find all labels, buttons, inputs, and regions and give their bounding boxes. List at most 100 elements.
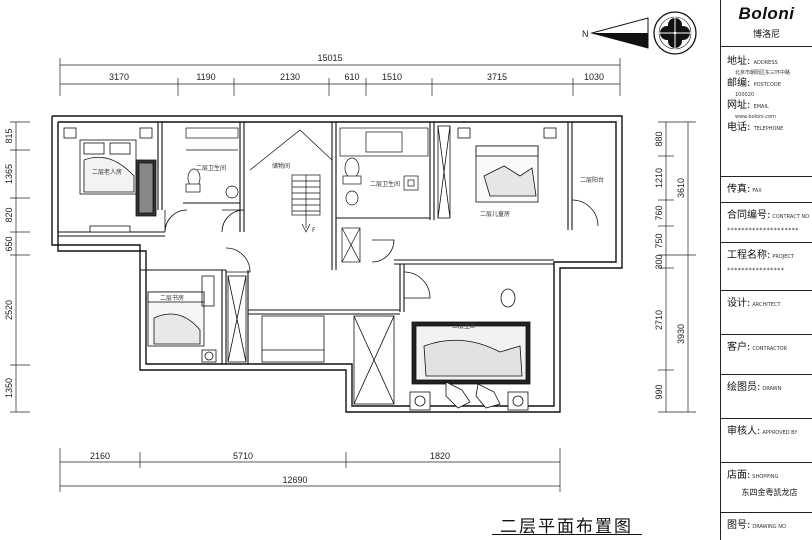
north-label: N xyxy=(582,29,589,39)
postcode-value: POSTCODE xyxy=(753,82,781,88)
address-sub: 北京市朝阳区东三环中路 xyxy=(735,70,791,76)
dim-right-seg: 2710 xyxy=(654,310,664,330)
web-value: EMAIL xyxy=(753,104,769,110)
designer-value: ARCHITECT xyxy=(752,302,781,308)
postcode-label: 邮编: xyxy=(727,78,751,89)
drawer-cell: 绘图员:DRAWN xyxy=(721,375,812,419)
room-label-g: 二层书房 xyxy=(160,294,184,302)
dim-right-seg: 300 xyxy=(654,254,664,269)
dim-right-outer: 3610 xyxy=(676,178,686,198)
fax-value: FAX xyxy=(752,188,762,194)
staircase xyxy=(249,129,333,233)
dim-left-seg: 1365 xyxy=(4,164,14,184)
checker-label: 审核人: xyxy=(727,426,761,437)
master-bedroom-furniture xyxy=(353,288,531,411)
phone-label: 电话: xyxy=(727,122,751,133)
checker-value: APPROVED BY xyxy=(762,430,798,436)
drawing-no-cell: 图号:DRAWING NO xyxy=(721,513,812,534)
floor-plan-drawing: N 15015 3170 1190 2130 610 1510 3715 103… xyxy=(4,11,697,492)
web-sub: www.boloni.com xyxy=(735,114,776,120)
room-label-c: 储物间 xyxy=(272,162,290,170)
compass-rose xyxy=(653,11,697,55)
phone-value: TELEPHONE xyxy=(753,126,784,132)
drawer-value: DRAWN xyxy=(762,386,782,392)
company-info: 地址: ADDRESS 北京市朝阳区东三环中路 邮编: POSTCODE 100… xyxy=(721,47,812,177)
brand-name-cn: 博洛尼 xyxy=(752,30,780,40)
fax-cell: 传真:FAX xyxy=(721,177,812,203)
fax-label: 传真: xyxy=(727,184,751,195)
dim-bottom-seg: 5710 xyxy=(233,451,253,461)
bathroom-b-fixtures xyxy=(185,127,239,199)
dim-top-seg: 1030 xyxy=(584,72,604,82)
room-label-d: 二层卫生间 xyxy=(370,180,400,188)
project-value: PROJECT xyxy=(772,254,794,260)
drawer-label: 绘图员: xyxy=(727,382,761,393)
project-stars: **************** xyxy=(727,267,785,274)
dim-right-seg: 750 xyxy=(654,233,664,248)
checker-cell: 审核人:APPROVED BY xyxy=(721,419,812,463)
contract-stars: ******************** xyxy=(727,227,799,234)
brand-name: Boloni xyxy=(738,4,795,23)
dim-top-seg: 1190 xyxy=(196,72,215,82)
dim-bottom-total: 12690 xyxy=(282,475,307,485)
postcode-sub: 100020 xyxy=(735,92,755,98)
exterior-walls xyxy=(51,115,623,413)
dim-left-seg: 820 xyxy=(4,207,14,222)
stair-mark: F xyxy=(312,227,316,234)
dim-top-seg: 610 xyxy=(344,72,359,82)
project-label: 工程名称: xyxy=(727,250,771,261)
contract-label: 合同编号: xyxy=(727,210,771,221)
dim-right-seg: 880 xyxy=(654,131,664,146)
room-label-b: 二层卫生间 xyxy=(196,164,226,172)
contract-value: CONTRACT NO xyxy=(772,214,810,220)
bottom-dimensions xyxy=(59,448,561,492)
room-label-a: 二层老人房 xyxy=(92,168,122,176)
bedroom-a-furniture xyxy=(63,127,157,233)
dim-top-seg: 1510 xyxy=(382,72,402,82)
project-cell: 工程名称:PROJECT **************** xyxy=(721,243,812,291)
bedroom-e-furniture xyxy=(437,125,557,219)
designer-cell: 设计:ARCHITECT xyxy=(721,291,812,335)
shop-cell: 店面:SHOPPING 东四金粤凯龙店 xyxy=(721,463,812,513)
dim-right-seg: 1210 xyxy=(654,168,664,188)
dim-top-seg: 3170 xyxy=(109,72,129,82)
contract-cell: 合同编号:CONTRACT NO ******************** xyxy=(721,203,812,243)
right-dimensions xyxy=(658,121,696,413)
dim-right-seg: 990 xyxy=(654,384,664,399)
title-block: Boloni 博洛尼 地址: ADDRESS 北京市朝阳区东三环中路 邮编: P… xyxy=(720,0,812,540)
study-g-furniture xyxy=(147,275,325,363)
brand-logo: Boloni 博洛尼 xyxy=(721,0,812,47)
left-dimensions xyxy=(10,121,30,413)
shop-value: SHOPPING xyxy=(752,474,779,480)
dim-left-seg: 650 xyxy=(4,236,14,251)
address-row: 地址: ADDRESS xyxy=(727,55,812,70)
bathroom-d-fixtures xyxy=(339,127,429,263)
dim-bottom-seg: 1820 xyxy=(430,451,450,461)
drawing-no-label: 图号: xyxy=(727,520,751,531)
client-label: 客户: xyxy=(727,342,751,353)
dim-left-seg: 2520 xyxy=(4,300,14,320)
postcode-row: 邮编: POSTCODE xyxy=(727,77,812,92)
dim-left-seg: 1350 xyxy=(4,378,14,398)
drawing-no-value: DRAWING NO xyxy=(752,524,786,530)
shop-label: 店面: xyxy=(727,470,751,481)
door-swings xyxy=(164,199,599,299)
dim-bottom-seg: 2160 xyxy=(90,451,110,461)
web-label: 网址: xyxy=(727,100,751,111)
dim-left-seg: 815 xyxy=(4,128,14,143)
designer-label: 设计: xyxy=(727,298,751,309)
north-arrow: N xyxy=(582,17,649,49)
drawing-title: 二层平面布置图 xyxy=(500,517,633,537)
client-value: CONTRACTOR xyxy=(752,346,788,352)
client-cell: 客户:CONTRACTOR xyxy=(721,335,812,375)
room-label-h: 二层主卧 xyxy=(452,322,476,330)
room-label-e: 二层儿童房 xyxy=(480,210,510,218)
dim-right-seg: 760 xyxy=(654,205,664,220)
dim-top-total: 15015 xyxy=(317,53,342,63)
phone-row: 电话: TELEPHONE xyxy=(727,121,812,136)
dim-right-outer: 3930 xyxy=(676,324,686,344)
address-label: 地址: xyxy=(727,56,751,67)
room-label-f: 二层阳台 xyxy=(580,176,604,184)
top-dimensions xyxy=(59,58,621,96)
drawing-title-underline xyxy=(492,534,642,535)
